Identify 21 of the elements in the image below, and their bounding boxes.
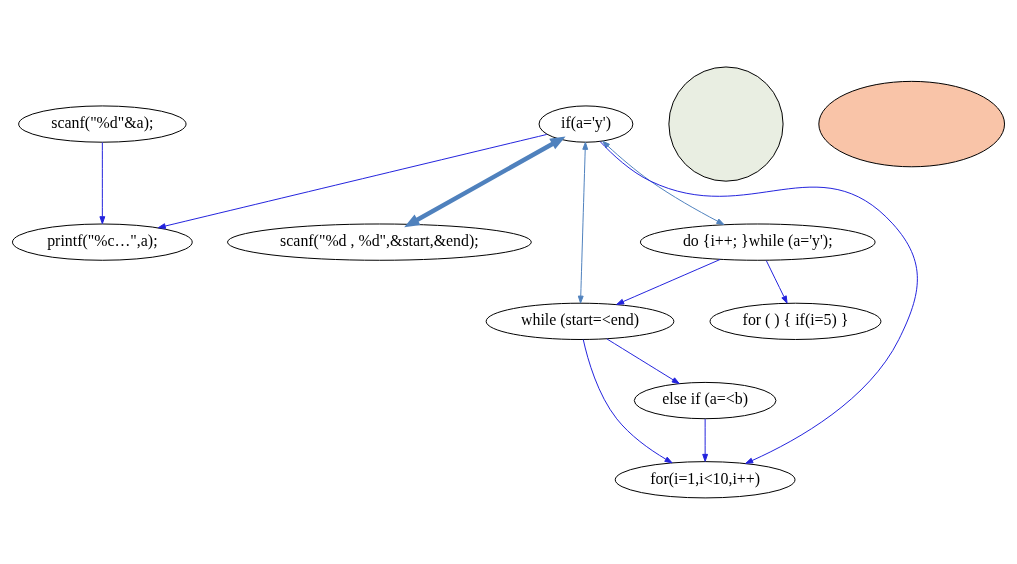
arrow xyxy=(606,337,680,384)
node-ellipse: for(i=1,i<10,i++) xyxy=(614,460,796,498)
arrow xyxy=(616,258,721,305)
arrow xyxy=(602,140,725,225)
arrow xyxy=(765,259,788,304)
node-ellipse: if(a='y') xyxy=(538,104,634,143)
node-ellipse xyxy=(818,80,1005,167)
node-ellipse: scanf("%d"&a); xyxy=(18,104,187,143)
node-ellipse: while (start=<end) xyxy=(485,302,675,340)
arrow xyxy=(99,141,106,224)
arrow xyxy=(157,133,548,229)
arrow xyxy=(577,141,589,304)
arrow xyxy=(702,418,709,462)
node-ellipse: scanf("%d , %d",&start,&end); xyxy=(227,223,532,261)
arrow xyxy=(582,338,673,463)
node-ellipse: else if (a=<b) xyxy=(633,381,777,419)
arrow xyxy=(404,136,566,227)
node-ellipse: for ( ) { if(i=5) } xyxy=(709,302,882,340)
node-circle xyxy=(668,65,784,182)
arrow xyxy=(599,140,918,464)
node-ellipse: do {i++; }while (a='y'); xyxy=(639,223,876,261)
